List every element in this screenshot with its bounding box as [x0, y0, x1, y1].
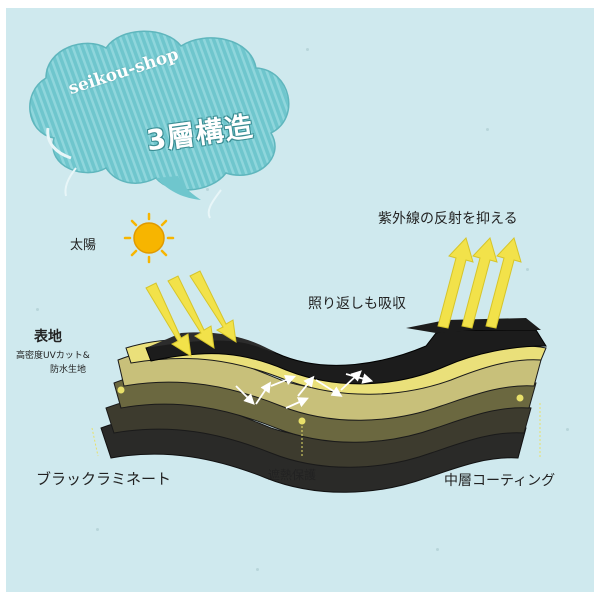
sun-label: 太陽	[70, 238, 97, 253]
sun-icon	[123, 212, 175, 264]
black-laminate-label: ブラックラミネート	[36, 470, 172, 488]
surface-title: 表地	[34, 329, 62, 345]
surface-desc-2: 防水生地	[50, 365, 87, 375]
diagram-graphics	[29, 30, 547, 493]
badge-cloud	[29, 30, 290, 219]
middle-coating-label: 中層コーティング	[444, 473, 556, 489]
layer-stack	[100, 318, 547, 493]
reflect-absorb-label: 照り返しも吸収	[308, 296, 406, 312]
internal-heat-arrows	[235, 370, 374, 409]
incoming-sunlight-arrows	[145, 270, 237, 357]
leader-lines	[91, 386, 541, 458]
heat-shield-label: 遮熱保護	[268, 468, 317, 482]
uv-reflect-label: 紫外線の反射を抑える	[378, 211, 518, 227]
diagram-panel: seikou-shop 3層構造 太陽 紫外線の反射を抑える 照り返しも吸収 表…	[6, 8, 594, 592]
reflected-uv-arrows	[437, 237, 522, 329]
surface-desc-1: 高密度UVカット&	[16, 351, 90, 361]
